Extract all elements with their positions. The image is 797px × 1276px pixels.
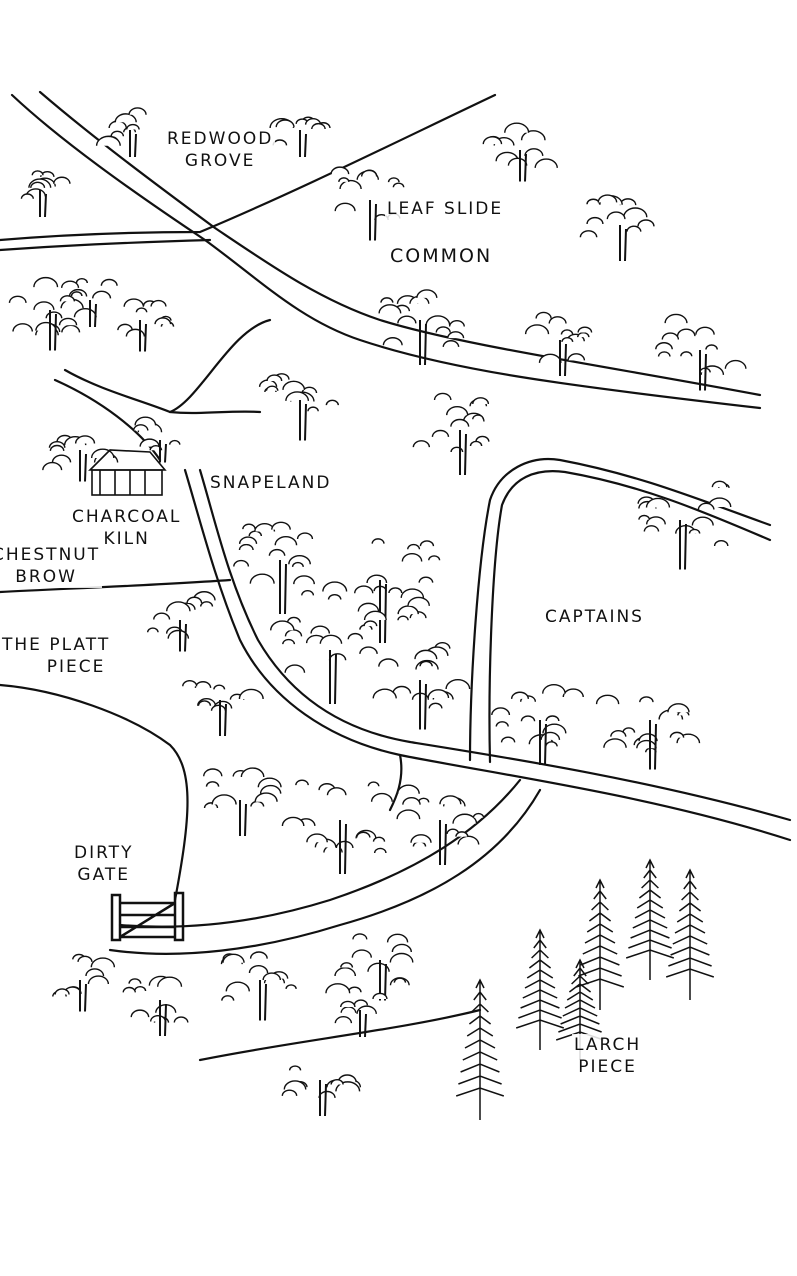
label-line: REDWOOD (167, 129, 274, 149)
charcoal-kiln-hut (88, 449, 167, 496)
larch-tree (455, 978, 505, 1120)
road-snapeland (183, 468, 792, 842)
tree-clump (8, 276, 97, 351)
road-captains (468, 457, 772, 762)
lower-edge (198, 1008, 482, 1062)
label-line: CHARCOAL (72, 507, 182, 527)
larch-tree (515, 928, 565, 1050)
label-line: PIECE (46, 657, 106, 677)
label-larch-piece: LARCH PIECE (572, 1034, 644, 1078)
label-line: KILN (103, 529, 150, 549)
label-line: GROVE (184, 151, 256, 171)
label-chestnut-brow: CHESTNUT BROW (0, 544, 103, 588)
tree-clump (269, 116, 331, 158)
label-line: LARCH (574, 1035, 642, 1055)
tree-clump (281, 779, 393, 875)
tree-clump (281, 1065, 362, 1117)
road-top-diagonal-edge (38, 90, 762, 397)
road-top-diagonal (10, 93, 762, 410)
label-captains: CAPTAINS (543, 606, 646, 628)
tree-clump (270, 610, 387, 705)
label-dirty-gate: DIRTY GATE (72, 842, 136, 886)
tree-clump (579, 194, 655, 262)
label-leaf-slide: LEAF SLIDE (385, 198, 506, 220)
label-snapeland: SNAPELAND (208, 472, 334, 494)
label-line: CHESTNUT (0, 545, 101, 565)
tree-clump (637, 480, 732, 570)
track-left (63, 318, 272, 414)
larch-tree (555, 958, 605, 1060)
tree-clump (182, 679, 264, 737)
tree-clump (325, 983, 388, 1038)
larch-tree (665, 868, 715, 1000)
label-line: BROW (15, 567, 77, 587)
label-line: GATE (77, 865, 131, 885)
tree-clump (59, 278, 118, 328)
tree-clump (482, 122, 558, 182)
tree-clump (146, 591, 216, 652)
tree-clump (491, 684, 584, 766)
larch-trees (455, 858, 715, 1120)
tree-clump (42, 434, 119, 482)
tree-clump (372, 642, 471, 730)
tree-clump (330, 166, 405, 241)
label-line: DIRTY (74, 843, 134, 863)
tree-clump (95, 107, 147, 158)
dirty-gate-icon (110, 891, 185, 942)
road-captains-edge (488, 470, 772, 764)
label-line: PIECE (578, 1057, 637, 1077)
tree-clump (378, 289, 465, 366)
label-common: COMMON (388, 245, 495, 267)
lower-loop-outer (108, 788, 542, 955)
tree-clump (322, 538, 441, 644)
roads (0, 90, 792, 1062)
tree-clump (258, 373, 340, 441)
tree-clump (595, 694, 701, 770)
tree-clump (524, 311, 593, 377)
tree-clump (117, 298, 175, 352)
label-charcoal-kiln: CHARCOAL KILN (70, 506, 184, 550)
label-redwood-grove: REDWOOD GROVE (165, 128, 276, 172)
tree-clump (20, 170, 71, 218)
tree-clump (233, 521, 315, 615)
tree-clump (132, 416, 181, 463)
tree-clump (122, 975, 189, 1037)
field-line-chestnut (0, 578, 232, 594)
label-the-platt-piece: THE PLATT PIECE (0, 634, 113, 678)
larch-tree (625, 858, 675, 980)
tree-clump (203, 767, 282, 837)
tree-clump (655, 313, 747, 391)
road-snapeland-edge (198, 468, 792, 822)
tree-clump (396, 784, 485, 866)
tree-clump (52, 953, 116, 1012)
tree-clump (412, 392, 490, 476)
small-track (388, 753, 403, 812)
larch-tree (575, 878, 625, 1010)
road-top-right (0, 93, 497, 242)
road-top-right-edge (0, 238, 212, 252)
tree-clump (220, 951, 297, 1021)
tree-clump (334, 933, 414, 1001)
trees (8, 107, 747, 1117)
label-line: THE PLATT (2, 635, 111, 655)
field-line-platt (0, 683, 189, 902)
field-edge (168, 410, 262, 415)
lower-loop (118, 778, 522, 928)
